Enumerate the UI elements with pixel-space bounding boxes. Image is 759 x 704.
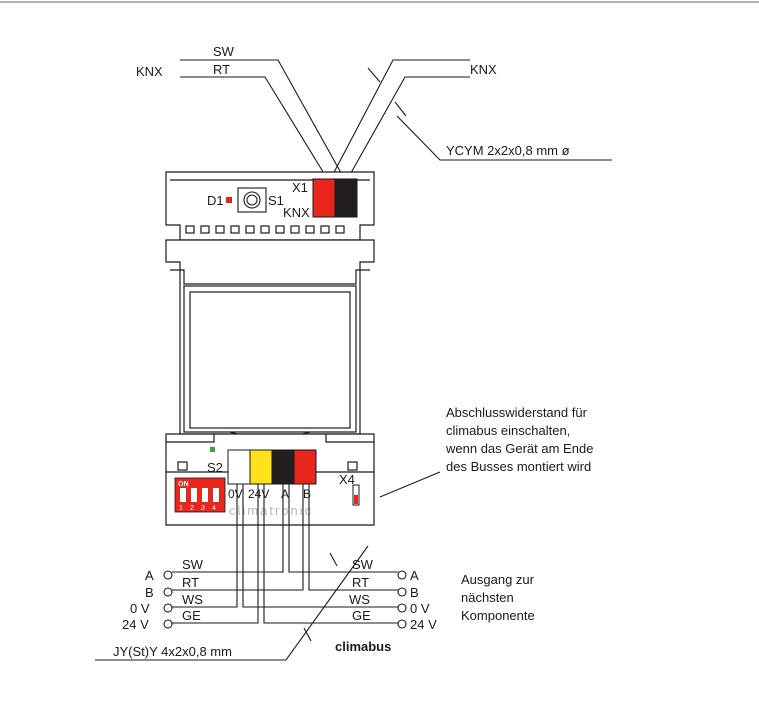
output-note-line: Ausgang zur <box>461 572 534 587</box>
right-wire-sw: SW <box>352 557 374 572</box>
knx-cable-label: YCYM 2x2x0,8 mm ø <box>446 143 570 158</box>
left-signal-0v: 0 V <box>130 601 150 616</box>
climabus-cable-leader <box>95 545 369 661</box>
x1-connector-red <box>312 178 336 218</box>
s2-led <box>210 447 215 452</box>
dip-switch[interactable] <box>174 477 226 513</box>
knx-right-label: KNX <box>470 62 497 77</box>
top-terminal-row <box>185 225 345 234</box>
right-wire-ws: WS <box>349 592 370 607</box>
terminal-label-b: B <box>303 487 311 501</box>
s1-label: S1 <box>268 193 284 208</box>
right-signal-a: A <box>410 568 419 583</box>
dip-num-4: 4 <box>212 505 216 512</box>
right-signal-b: B <box>410 585 419 600</box>
knx-wiring <box>180 59 612 181</box>
terminal-0v <box>227 449 251 485</box>
wire-rt-right <box>308 484 398 591</box>
right-wire-ge: GE <box>352 608 371 623</box>
termination-note-line: climabus einschalten, <box>446 423 571 438</box>
x1-label: X1 <box>292 180 308 195</box>
knx-left-wire-rt <box>180 76 329 181</box>
x4-leader <box>379 471 441 498</box>
dip-num-2: 2 <box>190 505 194 512</box>
dip-num-3: 3 <box>201 505 205 512</box>
output-note: Ausgang zur nächsten Komponente <box>461 571 535 625</box>
brand-label: climatronic <box>229 503 313 518</box>
right-signal-0v: 0 V <box>410 601 430 616</box>
terminal-label-0v: 0V <box>228 487 243 501</box>
s2-label: S2 <box>207 460 223 475</box>
termination-note-line: Abschlusswiderstand für <box>446 405 587 420</box>
dip-num-1: 1 <box>179 505 183 512</box>
terminal-b <box>293 449 317 485</box>
knx-cable-tick-2 <box>394 101 407 117</box>
output-note-line: Komponente <box>461 608 535 623</box>
termination-note-line: des Busses montiert wird <box>446 459 592 474</box>
x1-connector-black <box>334 178 358 218</box>
right-signal-24v: 24 V <box>410 617 437 632</box>
left-wire-ws: WS <box>182 592 203 607</box>
wire-ge-right <box>263 484 398 624</box>
climabus-wires <box>95 484 398 661</box>
wire-ws-left <box>172 484 238 608</box>
termination-note-line: wenn das Gerät am Ende <box>446 441 594 456</box>
left-signal-a: A <box>145 568 154 583</box>
terminal-24v <box>249 449 273 485</box>
d1-led <box>226 197 232 203</box>
termination-note: Abschlusswiderstand für climabus einscha… <box>446 404 593 476</box>
left-signal-b: B <box>145 585 154 600</box>
left-wire-ge: GE <box>182 608 201 623</box>
knx-left-wire-sw <box>180 59 346 181</box>
knx-sw-label: SW <box>213 44 235 59</box>
knx-right-wire-a <box>329 59 470 181</box>
device-middle-body <box>165 239 375 435</box>
left-wire-sw: SW <box>182 557 204 572</box>
wire-sw-right <box>288 484 398 573</box>
wire-sw-left <box>172 484 284 573</box>
knx-left-label: KNX <box>136 64 163 79</box>
device-window <box>183 285 357 433</box>
output-note-line: nächsten <box>461 590 514 605</box>
x4-label: X4 <box>339 472 355 487</box>
terminal-a <box>271 449 295 485</box>
wire-ge-left <box>172 484 259 624</box>
right-terminals <box>397 570 407 629</box>
left-signal-24v: 24 V <box>122 617 149 632</box>
knx-cable-tick-1 <box>367 67 381 83</box>
knx-cable-leader <box>396 115 612 161</box>
knx-rt-label: RT <box>213 62 230 77</box>
wire-rt-left <box>172 484 304 591</box>
d1-label: D1 <box>207 193 224 208</box>
x1-knx-label: KNX <box>283 205 310 220</box>
climabus-cable-label: JY(St)Y 4x2x0,8 mm <box>113 644 232 659</box>
left-terminals <box>163 570 173 629</box>
knx-right-wire-b <box>346 76 470 181</box>
terminal-label-a: A <box>281 487 289 501</box>
terminal-label-24v: 24V <box>248 487 269 501</box>
wire-ws-right <box>242 484 398 608</box>
dip-on-label: ON <box>178 481 189 488</box>
left-wire-rt: RT <box>182 575 199 590</box>
climabus-label: climabus <box>335 639 391 654</box>
right-wire-rt: RT <box>352 575 369 590</box>
